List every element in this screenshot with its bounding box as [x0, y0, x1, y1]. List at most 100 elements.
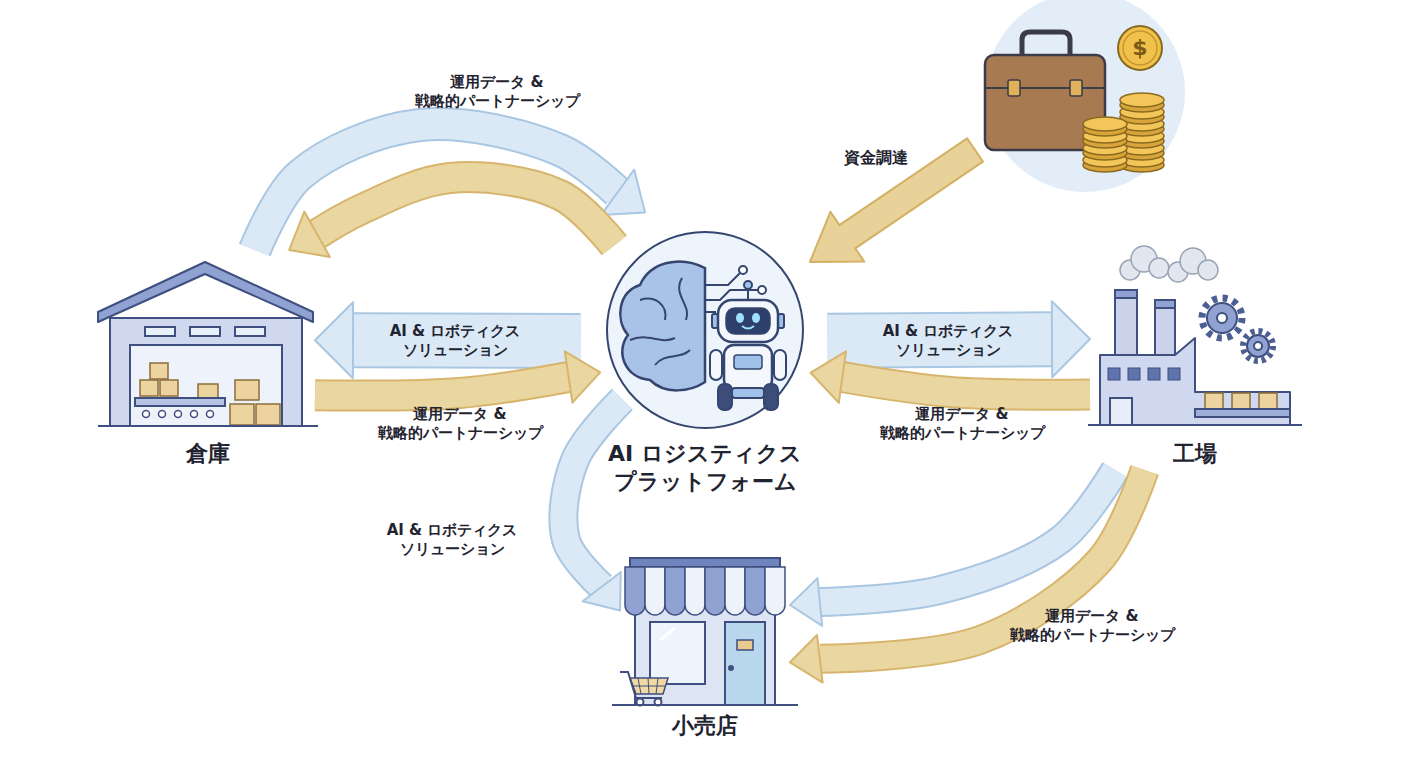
arrow-band-outline [820, 470, 1115, 602]
factory-illustration [1207, 303, 1237, 333]
platform-circle-outline [607, 232, 803, 428]
briefcase-icon [985, 32, 1105, 150]
shop-illustration [630, 678, 668, 694]
arrow-head [565, 351, 600, 402]
arrow-head [289, 212, 330, 257]
briefcase-icon [1008, 80, 1020, 96]
factory-illustration [1180, 248, 1206, 274]
coin-stack [1120, 129, 1164, 143]
coin-stack [1120, 105, 1164, 119]
arrow-band-outline [255, 124, 618, 250]
shop-illustration [725, 567, 745, 615]
factory-illustration [1198, 260, 1218, 280]
warehouse-illustration [140, 380, 158, 396]
connector-label: AI & ロボティクス ソリューション [858, 322, 1038, 360]
coin-stack [1120, 141, 1164, 155]
factory-illustration [1128, 368, 1140, 380]
coin-stack [1083, 117, 1127, 131]
factory-illustration [1120, 246, 1218, 282]
briefcase-icon [985, 87, 1105, 89]
factory-illustration [1259, 393, 1277, 409]
shop-illustration [725, 622, 765, 705]
coin-stack [1120, 110, 1164, 124]
factory-illustration [1155, 300, 1175, 308]
coin-stack [1083, 122, 1127, 136]
factory-illustration [1110, 398, 1132, 425]
warehouse-illustration [207, 411, 214, 418]
platform-circle: AI ロジスティクス プラットフォーム [605, 230, 805, 430]
warehouse-illustration [110, 318, 302, 426]
warehouse-illustration [143, 411, 214, 418]
factory-illustration [1254, 342, 1262, 350]
warehouse-illustration [159, 411, 166, 418]
warehouse-illustration [230, 404, 254, 425]
flow-arrow [811, 351, 1090, 403]
factory-illustration [1148, 368, 1160, 380]
arrow-band-outline [353, 312, 580, 369]
shop-illustration [655, 699, 662, 706]
shop-illustration [705, 567, 725, 615]
shop-illustration [612, 558, 798, 706]
coin-stack [1120, 117, 1164, 131]
briefcase-icon [985, 55, 1105, 150]
shop-node: 小売店 [620, 555, 790, 740]
coin-stack [1120, 153, 1164, 167]
shop-illustration [645, 567, 665, 615]
shop-illustration [632, 678, 666, 694]
dollar-coin [1118, 26, 1162, 70]
shop-illustration [685, 567, 705, 615]
flow-arrow [255, 124, 645, 250]
factory-illustration [1108, 368, 1120, 380]
connector-label: 運用データ & 戦略的パートナーシップ [872, 405, 1052, 443]
factory-illustration [1088, 246, 1302, 425]
node-label: 工場 [1090, 440, 1300, 468]
shop-illustration [660, 628, 675, 640]
shop-illustration [765, 567, 785, 615]
shop-illustration [612, 704, 798, 706]
arrow-head [583, 572, 621, 610]
platform-circle-outline [605, 230, 805, 430]
shop-illustration [637, 699, 644, 706]
connector-label: AI & ロボティクス ソリューション [365, 322, 545, 360]
factory-illustration [1205, 393, 1223, 409]
factory-illustration [1195, 409, 1290, 417]
arrow-head [1052, 301, 1090, 377]
warehouse-illustration [135, 398, 225, 406]
arrow-head [790, 578, 822, 626]
shop-illustration [729, 666, 733, 670]
factory-illustration [1168, 368, 1180, 380]
node-label: AI ロジスティクス プラットフォーム [605, 440, 805, 495]
coin-stack [1083, 93, 1164, 172]
factory-illustration [1247, 335, 1269, 357]
coin-stack [1120, 93, 1164, 107]
warehouse-node: 倉庫 [100, 250, 315, 470]
factory-illustration [1217, 313, 1227, 323]
flow-arrow [790, 470, 1115, 626]
briefcase-icon [1022, 32, 1070, 56]
factory-illustration [1100, 338, 1290, 425]
arrow-band-outline [842, 377, 1090, 395]
warehouse-illustration [145, 327, 175, 336]
coin-stack [1083, 129, 1127, 143]
factory-illustration [1131, 246, 1157, 272]
connector-label: AI & ロボティクス ソリューション [362, 521, 542, 559]
arrow-band [820, 470, 1115, 602]
dollar-coin [1123, 31, 1157, 65]
arrow-band [317, 177, 614, 245]
coin-stack [1083, 134, 1127, 148]
node-label: 倉庫 [100, 440, 315, 468]
connector-label: 運用データ & 戦略的パートナーシップ [407, 73, 587, 111]
arrow-head [790, 635, 823, 683]
flow-arrow [315, 302, 580, 378]
shop-illustration [630, 558, 780, 567]
factory-illustration [1108, 368, 1180, 380]
factory-illustration [1115, 290, 1137, 298]
shop-illustration [625, 567, 645, 615]
arrow-band [563, 399, 622, 586]
dollar-sign: $ [1132, 34, 1147, 62]
warehouse-illustration [235, 327, 265, 336]
connector-label: 運用データ & 戦略的パートナーシップ [1002, 607, 1182, 645]
coin-stack [1120, 146, 1164, 160]
warehouse-illustration [143, 411, 150, 418]
